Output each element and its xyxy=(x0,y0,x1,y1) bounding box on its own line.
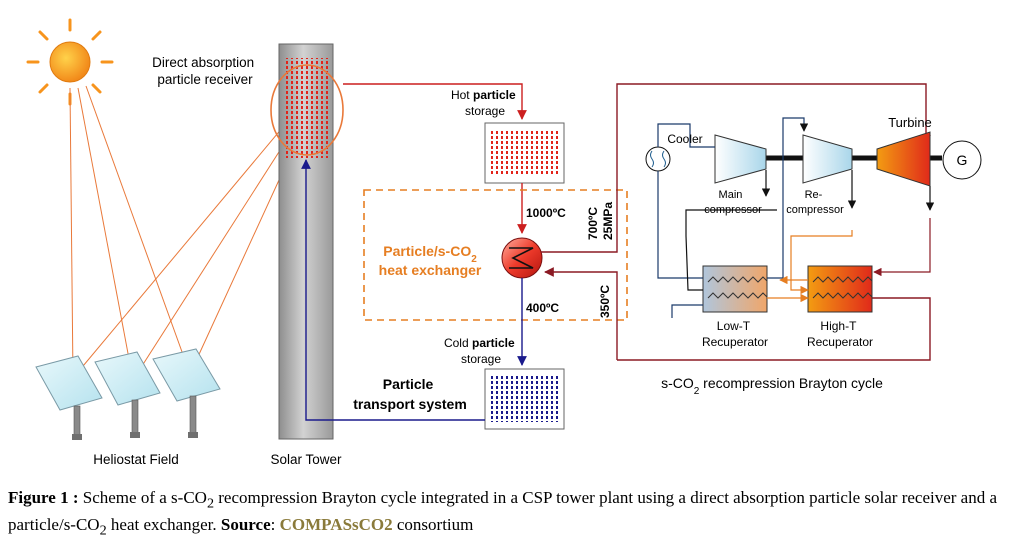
receiver-label: Direct absorption particle receiver xyxy=(152,55,258,87)
receiver-highlight xyxy=(270,64,344,156)
sun-icon xyxy=(26,18,114,106)
temp-out-label: 400ºC xyxy=(526,301,559,315)
receiver-grid xyxy=(285,58,329,158)
transport-line xyxy=(301,159,485,421)
hx-label: Particle/s-CO2 heat exchanger xyxy=(379,243,482,278)
hot-storage-label: Hot particle storage xyxy=(451,88,519,118)
caption-source-name: COMPASsCO2 xyxy=(279,515,393,535)
cycle-label: s-CO2 recompression Brayton cycle xyxy=(661,375,883,397)
temp-in-label: 1000ºC xyxy=(526,206,566,220)
co2-loop-bottom xyxy=(617,297,931,361)
csp-brayton-diagram: Direct absorption particle receiver Hot … xyxy=(26,18,982,467)
generator-icon xyxy=(942,140,982,180)
cooler-label: Cooler xyxy=(667,132,702,146)
hot-particle-line xyxy=(343,83,527,120)
cycle-piping xyxy=(657,117,935,318)
low-t-label: Low-T Recuperator xyxy=(702,319,768,349)
main-compressor-label: Main compressor xyxy=(704,189,762,216)
hx-dashed-box xyxy=(363,189,628,321)
heliostat-field-label: Heliostat Field xyxy=(93,452,179,467)
co2-in-line xyxy=(544,267,618,360)
high-t-recuperator xyxy=(807,265,873,313)
caption-label: Figure 1 : xyxy=(8,488,79,507)
generator-label: G xyxy=(957,152,968,168)
co2-in-label: 350ºC xyxy=(598,285,612,318)
co2-out-line xyxy=(541,83,931,253)
cooler-icon xyxy=(645,146,671,172)
heliostat-field xyxy=(35,348,221,440)
cold-storage-label: Cold particle storage xyxy=(444,336,518,366)
turbine xyxy=(876,131,931,187)
main-compressor xyxy=(714,134,767,184)
recompressor-label: Re- compressor xyxy=(786,189,844,216)
high-t-label: High-T Recuperator xyxy=(807,319,873,349)
co2-out-pres-label: 25MPa xyxy=(601,202,615,240)
figure-caption: Figure 1 : Scheme of a s-CO2 recompressi… xyxy=(8,488,998,539)
heat-exchanger-icon xyxy=(501,237,543,279)
low-t-recuperator xyxy=(702,265,768,313)
caption-source-label: Source xyxy=(220,515,271,535)
heliostat-2 xyxy=(94,351,161,438)
co2-out-temp-label: 700ºC xyxy=(586,207,600,240)
solar-tower-label: Solar Tower xyxy=(270,452,342,467)
recompressor xyxy=(802,134,853,184)
heliostat-3 xyxy=(152,348,221,438)
turbine-label: Turbine xyxy=(888,115,932,130)
sun-rays xyxy=(69,85,191,381)
heliostat-1 xyxy=(35,355,103,440)
reflected-rays xyxy=(72,114,297,381)
transport-label: Particle transport system xyxy=(353,376,467,412)
